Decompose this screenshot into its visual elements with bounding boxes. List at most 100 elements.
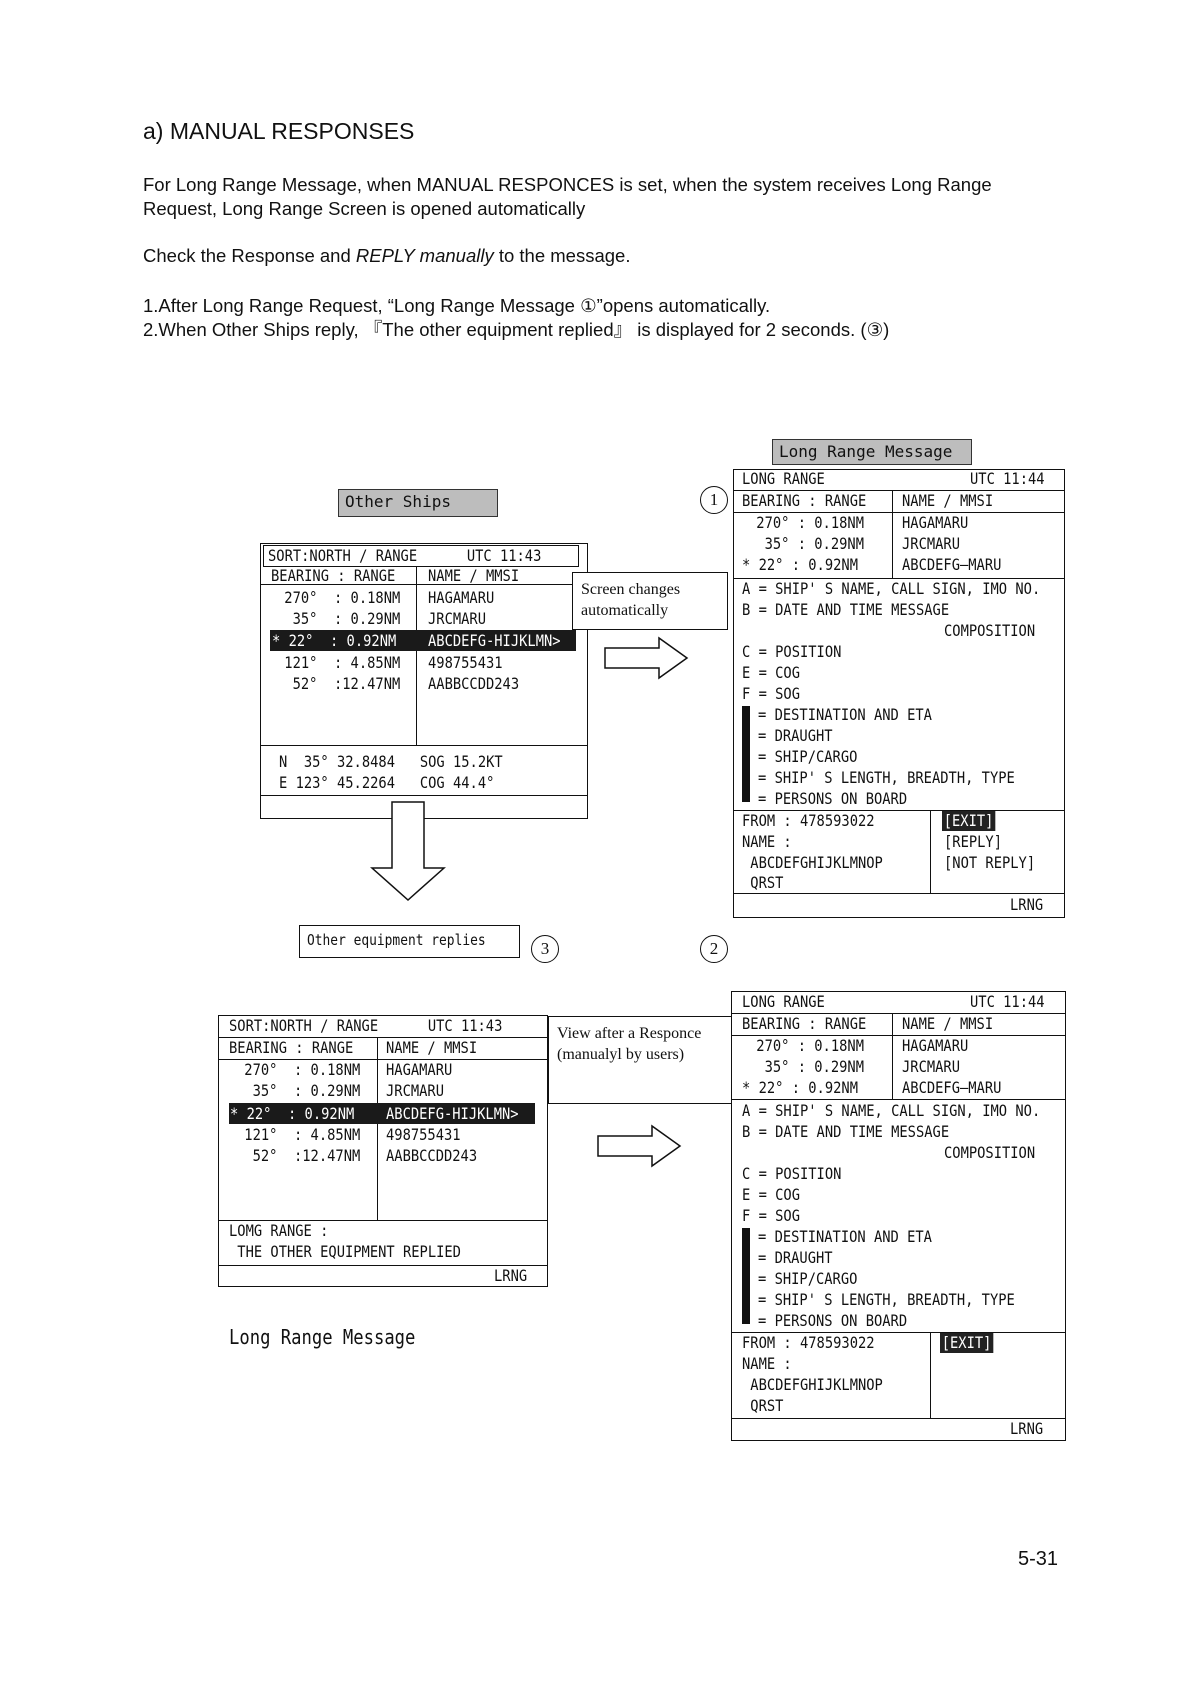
replied-footer: LRNG (494, 1266, 528, 1285)
table-row-name[interactable]: 498755431 (386, 1125, 461, 1144)
divider (260, 745, 588, 746)
table-row[interactable]: 270° : 0.18NM (236, 1060, 361, 1079)
table-row[interactable]: 35° : 0.29NM (748, 1057, 864, 1076)
table-row[interactable]: * 22° : 0.92NM (742, 1078, 858, 1097)
page-number: 5-31 (1018, 1548, 1059, 1570)
selected-row-name[interactable]: ABCDEFG-HIJKLMN> (386, 1104, 519, 1123)
table-row-name[interactable]: 498755431 (428, 653, 503, 672)
check-prefix: Check the Response and (143, 245, 356, 266)
divider (733, 893, 1065, 894)
legend-u: = SHIP' S LENGTH, BREADTH, TYPE (758, 1290, 1015, 1309)
reply-button[interactable]: [REPLY] (944, 832, 1002, 851)
legend-e: E = COG (742, 663, 800, 682)
note-screen-changes: Screen changes automatically (572, 572, 728, 630)
legend-f: F = SOG (742, 684, 800, 703)
table-row[interactable]: 35° : 0.29NM (748, 534, 864, 553)
table-row[interactable]: * 22° : 0.92NM (742, 555, 858, 574)
name-label: NAME : (742, 1354, 792, 1373)
table-row[interactable]: 270° : 0.18NM (748, 1036, 864, 1055)
legend-o: = DRAUGHT (758, 1248, 833, 1267)
col-bearing-range: BEARING : RANGE (229, 1038, 354, 1057)
step-1: 1.After Long Range Request, “Long Range … (143, 295, 771, 316)
table-row-name[interactable]: HAGAMARU (428, 588, 495, 607)
lr-footer: LRNG (1010, 1419, 1044, 1438)
check-response-line: Check the Response and REPLY manually to… (143, 244, 630, 268)
exit-button[interactable]: [EXIT] (940, 1333, 994, 1353)
divider (892, 490, 893, 578)
other-ships-header-box (263, 545, 579, 567)
from-mmsi: FROM : 478593022 (742, 811, 875, 830)
legend-composition: COMPOSITION (944, 621, 1036, 640)
table-row-name[interactable]: JRCMARU (902, 1057, 960, 1076)
divider (930, 1332, 931, 1418)
divider (930, 810, 931, 893)
table-row-name[interactable]: HAGAMARU (902, 513, 969, 532)
figure-caption: Long Range Message (229, 1325, 416, 1349)
table-row-name[interactable]: HAGAMARU (386, 1060, 453, 1079)
legend-a: A = SHIP' S NAME, CALL SIGN, IMO NO. (742, 579, 1041, 598)
col-name-mmsi: NAME / MMSI (428, 566, 520, 585)
table-row-name[interactable]: AABBCCDD243 (428, 674, 520, 693)
replied-screen (218, 1015, 548, 1287)
legend-i: = DESTINATION AND ETA (758, 1227, 932, 1246)
lr-header-right: UTC 11:44 (970, 469, 1045, 488)
selected-row-name[interactable]: ABCDEFG-HIJKLMN> (428, 631, 561, 650)
replied-header: SORT:NORTH / RANGE UTC 11:43 (229, 1016, 503, 1035)
table-row-name[interactable]: AABBCCDD243 (386, 1146, 478, 1165)
check-suffix: to the message. (493, 245, 631, 266)
table-row[interactable]: 270° : 0.18NM (748, 513, 864, 532)
divider (218, 1220, 548, 1221)
legend-w: = PERSONS ON BOARD (758, 1311, 908, 1330)
table-row[interactable]: 270° : 0.18NM (276, 588, 401, 607)
table-row[interactable]: 52° :12.47NM (276, 674, 401, 693)
table-row[interactable]: 121° : 4.85NM (276, 653, 401, 672)
name-value-2: QRST (742, 1396, 784, 1415)
legend-a: A = SHIP' S NAME, CALL SIGN, IMO NO. (742, 1101, 1041, 1120)
col-bearing-range: BEARING : RANGE (271, 566, 396, 585)
divider (377, 1037, 378, 1220)
legend-p: = SHIP/CARGO (758, 747, 858, 766)
table-row[interactable]: 52° :12.47NM (236, 1146, 361, 1165)
step-2: 2.When Other Ships reply, 『The other equ… (143, 319, 890, 340)
divider (731, 1332, 1066, 1333)
table-row[interactable]: 35° : 0.29NM (276, 609, 401, 628)
table-row-name[interactable]: JRCMARU (428, 609, 486, 628)
not-reply-button[interactable]: [NOT REPLY] (944, 853, 1036, 872)
other-replies-box (299, 925, 520, 958)
legend-p: = SHIP/CARGO (758, 1269, 858, 1288)
table-row-name[interactable]: ABCDEFG—MARU (902, 555, 1002, 574)
legend-o: = DRAUGHT (758, 726, 833, 745)
own-position-lat: N 35° 32.8484 SOG 15.2KT (279, 752, 503, 771)
legend-w: = PERSONS ON BOARD (758, 789, 908, 808)
table-row-name[interactable]: HAGAMARU (902, 1036, 969, 1055)
selected-row[interactable]: * 22° : 0.92NM (272, 631, 397, 650)
table-row-name[interactable]: JRCMARU (902, 534, 960, 553)
name-value-2: QRST (742, 873, 784, 892)
name-label: NAME : (742, 832, 792, 851)
table-row-name[interactable]: ABCDEFG—MARU (902, 1078, 1002, 1097)
table-row-name[interactable]: JRCMARU (386, 1081, 444, 1100)
lr-header-left: LONG RANGE (742, 992, 825, 1011)
divider (416, 567, 417, 745)
section-heading: a) MANUAL RESPONSES (143, 118, 415, 144)
divider (733, 490, 1065, 491)
name-value-1: ABCDEFGHIJKLMNOP (742, 853, 883, 872)
side-letter-tags (742, 706, 750, 802)
arrow-right-icon (604, 636, 689, 680)
arrow-down-icon (370, 801, 446, 902)
check-emphasis: REPLY manually (355, 245, 494, 266)
col-bearing-range: BEARING : RANGE (742, 1014, 867, 1033)
other-ships-header: SORT:NORTH / RANGE UTC 11:43 (268, 546, 542, 565)
exit-button[interactable]: [EXIT] (942, 811, 996, 831)
divider (218, 1059, 548, 1060)
divider (731, 1035, 1066, 1036)
lr-header-left: LONG RANGE (742, 469, 825, 488)
selected-row[interactable]: * 22° : 0.92NM (230, 1104, 355, 1123)
table-row[interactable]: 35° : 0.29NM (236, 1081, 361, 1100)
col-name-mmsi: NAME / MMSI (902, 491, 994, 510)
legend-b: B = DATE AND TIME MESSAGE (742, 600, 950, 619)
long-range-message-tag: Long Range Message (772, 439, 972, 465)
divider (731, 1418, 1066, 1419)
table-row[interactable]: 121° : 4.85NM (236, 1125, 361, 1144)
lr-footer: LRNG (1010, 895, 1044, 914)
